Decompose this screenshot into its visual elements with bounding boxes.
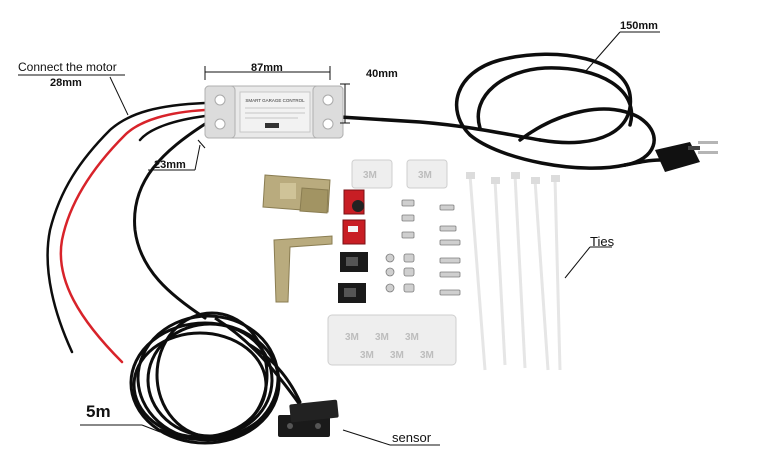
dimension-lines: [18, 31, 660, 446]
motor-wire-length-label: 28mm: [50, 77, 82, 89]
svg-text:3M: 3M: [418, 170, 432, 181]
mounting-bracket: [262, 174, 331, 214]
sensor-cable: [214, 316, 302, 406]
module-print-label: SMART GARAGE CONTROL: [245, 98, 305, 103]
motor-wires: [46, 101, 207, 364]
red-block-2: [342, 219, 366, 245]
box-height-label: 23mm: [154, 159, 186, 171]
cable-ties: [468, 174, 562, 371]
svg-text:3M: 3M: [405, 332, 419, 343]
tape-3m-prints: 3M 3M 3M 3M 3M 3M 3M 3M: [345, 170, 434, 361]
power-plug: [655, 141, 718, 172]
red-block-1: [343, 189, 365, 215]
l-bracket: [273, 235, 333, 303]
sensor-label: sensor: [392, 430, 432, 445]
black-block-2: [338, 283, 366, 303]
box-width-label: 87mm: [251, 62, 283, 74]
svg-text:3M: 3M: [420, 350, 434, 361]
svg-text:3M: 3M: [390, 350, 404, 361]
box-depth-label: 40mm: [366, 68, 398, 80]
svg-text:3M: 3M: [360, 350, 374, 361]
svg-text:3M: 3M: [363, 170, 377, 181]
svg-text:3M: 3M: [375, 332, 389, 343]
screws-and-nuts: [385, 199, 461, 296]
connect-motor-label: Connect the motor: [18, 60, 117, 74]
controller-module: SMART GARAGE CONTROL: [204, 85, 344, 139]
adhesive-tape-pads: [327, 159, 457, 366]
cable-tie-heads: [466, 172, 560, 184]
power-cord-length-label: 150mm: [620, 20, 658, 32]
ties-label: Ties: [590, 234, 615, 249]
power-cord: [338, 52, 662, 170]
cable-length-label: 5m: [86, 402, 111, 421]
magnetic-sensor: [278, 399, 339, 437]
black-block-1: [340, 252, 368, 272]
svg-text:3M: 3M: [345, 332, 359, 343]
